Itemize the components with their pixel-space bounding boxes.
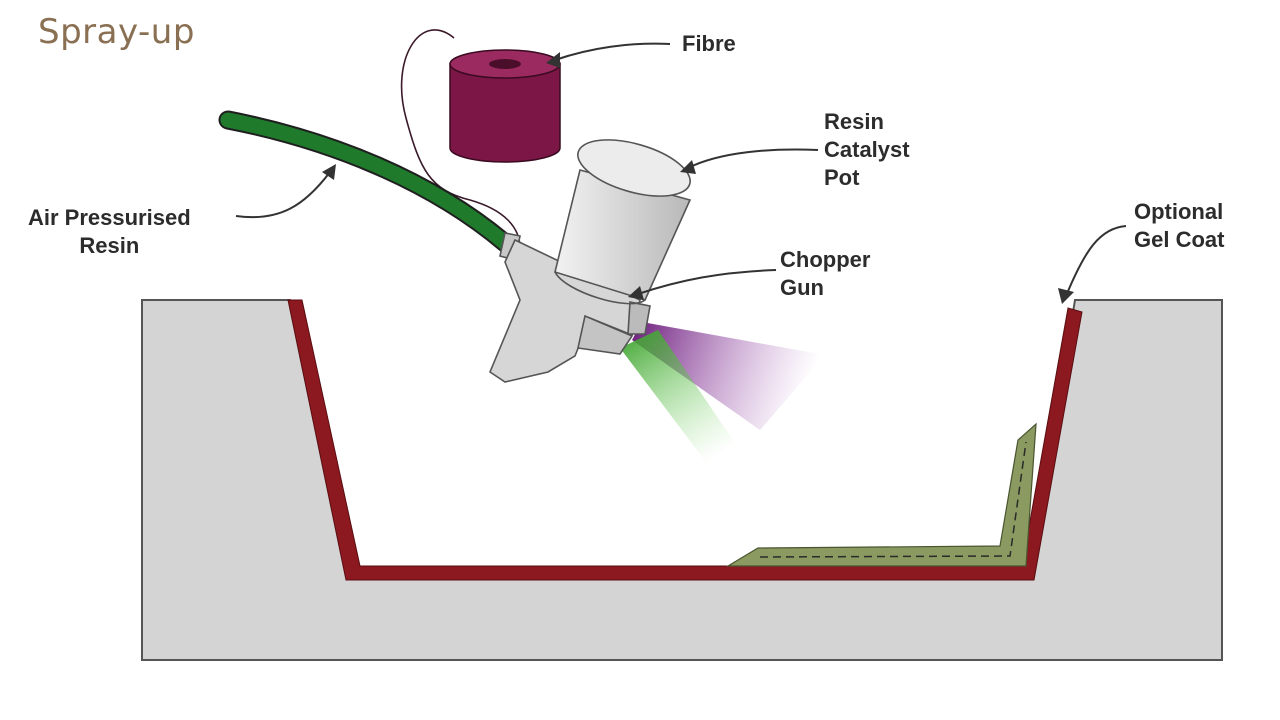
gel-coat-arrowhead xyxy=(1058,288,1074,304)
label-air-pressurised-resin: Air Pressurised Resin xyxy=(28,205,191,258)
gel-coat-layer xyxy=(287,299,1083,581)
pot-leader xyxy=(687,148,819,169)
resin-catalyst-pot xyxy=(554,139,692,305)
label-optional-gel-coat: Optional Gel Coat xyxy=(1134,199,1225,252)
air-resin-leader xyxy=(235,171,331,219)
laminate-fibre-line xyxy=(759,441,1027,558)
resin-spray xyxy=(632,322,825,430)
arrow-heads xyxy=(322,52,1074,304)
fibre-strand xyxy=(400,29,521,249)
pot-arrowhead xyxy=(680,160,696,174)
leader-lines xyxy=(235,42,1127,297)
label-fibre: Fibre xyxy=(682,31,736,56)
air-resin-arrowhead xyxy=(322,164,336,180)
label-resin-catalyst-pot: Resin Catalyst Pot xyxy=(824,109,910,190)
laminate-layer xyxy=(725,422,1037,567)
fibre-arrowhead xyxy=(546,52,560,68)
chopper-gun xyxy=(489,232,651,383)
gel-coat-leader xyxy=(1065,225,1127,297)
diagram-title: Spray-up xyxy=(38,12,195,52)
fibre-leader xyxy=(554,42,671,61)
fibre-spray xyxy=(620,330,748,470)
chopper-gun-leader xyxy=(637,269,777,295)
fibre-spool xyxy=(449,49,561,163)
chopper-gun-arrowhead xyxy=(628,286,644,300)
label-chopper-gun: Chopper Gun xyxy=(780,247,871,300)
